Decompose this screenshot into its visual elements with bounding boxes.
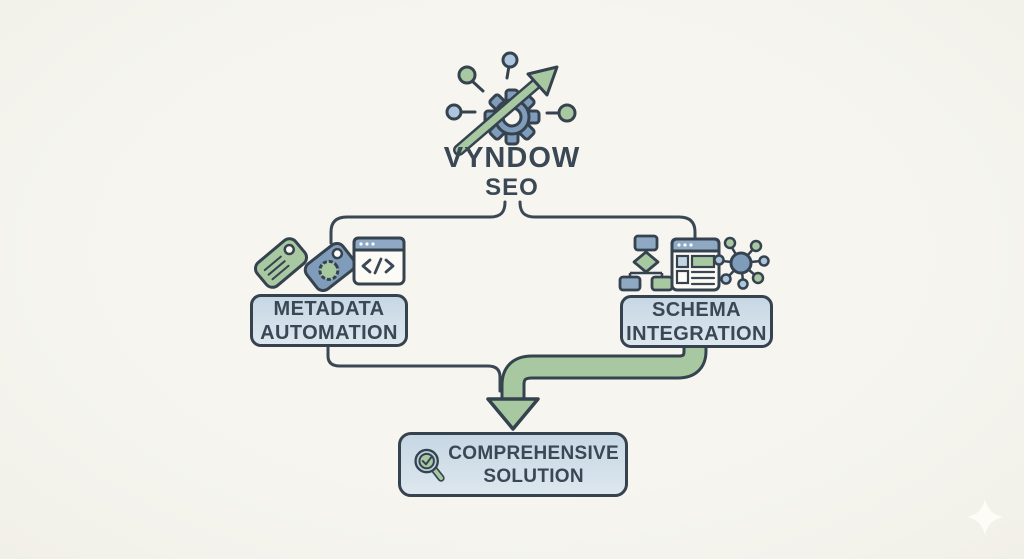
webpage-icon [670,237,721,292]
tag-icon [253,237,309,289]
sparkle-watermark-icon [967,499,1003,535]
gear-growth-arrow-network-icon [445,51,577,156]
split-connector-right [518,200,697,245]
checkmark-glyph [421,455,433,465]
tag-gear-icon [303,241,357,293]
network-hub-icon [713,236,770,290]
brand-title: VYNDOW SEO [0,144,1024,200]
solution-label: COMPREHENSIVE SOLUTION [448,442,625,488]
split-connector-left [329,200,507,245]
schema-label-line1: SCHEMA [651,298,742,321]
metadata-label-line2: AUTOMATION [260,321,398,344]
solution-label-line2: SOLUTION [483,465,584,487]
solution-label-line1: COMPREHENSIVE [448,442,619,464]
metadata-automation-node: METADATA AUTOMATION [250,294,408,347]
merge-connector-left [326,342,502,393]
flowchart-icon [618,234,674,292]
schema-label-line2: INTEGRATION [626,322,767,345]
arrowhead-down [486,397,540,431]
merge-arrow-green [486,342,708,431]
node-dot-green [457,65,477,85]
magnifier-check-icon [414,448,445,482]
brand-name: VYNDOW [443,142,581,174]
comprehensive-solution-node: COMPREHENSIVE SOLUTION [398,432,628,497]
growth-arrow-icon [453,65,559,156]
metadata-label-line1: METADATA [273,297,385,320]
code-glyph [361,257,395,275]
node-dot-green [557,103,577,123]
node-dot-blue [445,103,463,121]
schema-integration-node: SCHEMA INTEGRATION [620,295,773,348]
node-dot-blue [501,51,519,69]
brand-subtitle: SEO [485,174,539,201]
code-window-icon [352,236,406,286]
